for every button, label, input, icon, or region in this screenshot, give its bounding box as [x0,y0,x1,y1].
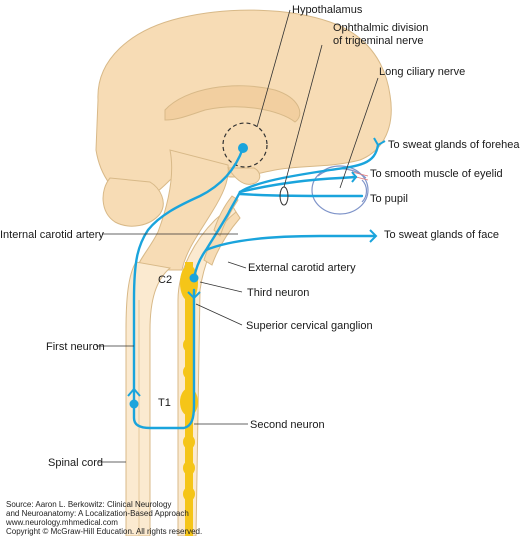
label-first-neuron: First neuron [46,341,105,353]
cerebellum [102,177,164,227]
source-line-2: and Neuroanatomy: A Localization-Based A… [6,509,189,518]
source-line-4: Copyright © McGraw-Hill Education. All r… [6,527,203,536]
label-ophthalmic-line2: of trigeminal nerve [333,35,424,47]
hypothalamus-region [222,122,268,168]
third-neuron-body [189,273,199,283]
label-long-ciliary-nerve: Long ciliary nerve [379,66,466,78]
source-line-3: www.neurology.mhmedical.com [6,518,118,527]
second-neuron-body [129,399,139,409]
label-t1: T1 [158,397,171,409]
label-smooth-muscle: To smooth muscle of eyelid [370,168,503,180]
third-neuron-path [192,190,242,280]
hypothalamus-neuron-body [238,143,248,153]
synapse-c2 [187,291,201,300]
label-second-neuron: Second neuron [250,419,325,431]
leader-lines [96,9,379,463]
source-line-1: Source: Aaron L. Berkowitz: Clinical Neu… [6,500,172,509]
iris [361,179,368,203]
label-superior-cervical-ganglion: Superior cervical ganglion [246,320,373,332]
branch-forehead [238,143,380,194]
label-external-carotid: External carotid artery [248,262,356,274]
branch-eyelid [238,175,358,194]
label-spinal-cord: Spinal cord [48,457,104,469]
first-neuron-path [132,146,245,402]
nerve-terminals [351,137,386,243]
label-pupil: To pupil [370,193,408,205]
label-third-neuron: Third neuron [247,287,310,299]
synapse-t1 [127,387,141,397]
label-sweat-face: To sweat glands of face [384,229,499,241]
second-neuron-path [132,288,196,430]
label-c2: C2 [158,274,173,286]
branch-pupil [238,192,364,198]
label-internal-carotid: Internal carotid artery [0,229,104,241]
label-ophthalmic-line1: Ophthalmic division [333,22,429,34]
spinal-cord [125,261,172,536]
pituitary [227,167,261,185]
label-sweat-forehead: To sweat glands of forehead [388,139,520,151]
branch-face [204,234,376,252]
neuron-pathways [132,143,380,430]
label-hypothalamus: Hypothalamus [292,4,363,16]
